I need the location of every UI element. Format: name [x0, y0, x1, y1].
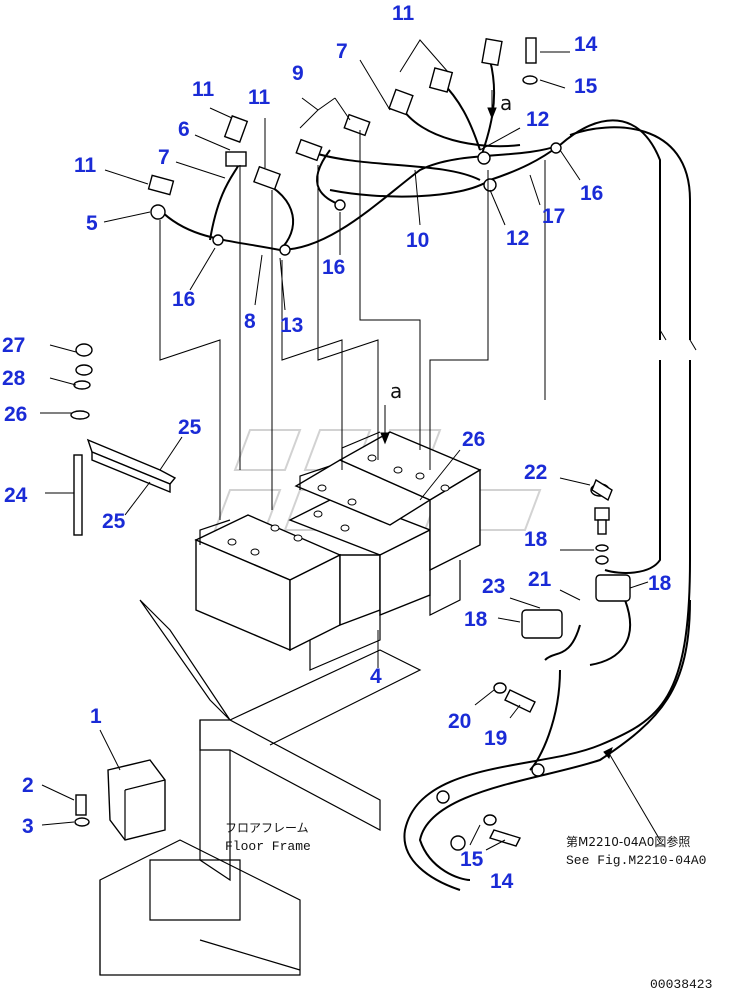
callout-20: 20	[448, 710, 471, 733]
floor-frame-label-en: Floor Frame	[225, 839, 311, 854]
callout-11-center: 11	[248, 86, 271, 109]
callout-16-left: 16	[172, 288, 195, 311]
callout-19: 19	[484, 727, 507, 750]
callout-8: 8	[244, 310, 256, 333]
callout-15-top: 15	[574, 75, 598, 98]
callout-18-upper: 18	[524, 528, 548, 551]
callout-18-left: 18	[464, 608, 488, 631]
battery-group	[194, 431, 482, 671]
callout-26-right: 26	[462, 428, 485, 451]
figure-id: 00038423	[650, 977, 712, 992]
callout-16-mid: 16	[322, 256, 345, 279]
callout-13: 13	[280, 314, 303, 337]
callout-12-lower: 12	[506, 227, 529, 250]
reference-note-jp: 第M2210-04A0図参照	[566, 834, 690, 849]
callout-27: 27	[2, 334, 25, 357]
callout-9: 9	[292, 62, 304, 85]
section-marker-a-upper: a	[500, 91, 512, 115]
callout-7-top: 7	[336, 40, 348, 63]
callout-11-mid: 11	[192, 78, 215, 101]
callout-25-upper: 25	[178, 416, 202, 439]
callout-28: 28	[2, 367, 26, 390]
callout-11-top: 11	[392, 2, 415, 25]
callout-5: 5	[86, 212, 98, 235]
clamps	[212, 142, 562, 851]
callout-23: 23	[482, 575, 505, 598]
floor-frame-label-jp: フロアフレーム	[225, 821, 309, 835]
callout-12-upper: 12	[526, 108, 549, 131]
callout-15-bottom: 15	[460, 848, 484, 871]
callout-17: 17	[542, 205, 565, 228]
reference-note-en: See Fig.M2210-04A0	[566, 853, 706, 868]
callout-2: 2	[22, 774, 34, 797]
callout-22: 22	[524, 461, 547, 484]
bracket-1	[74, 759, 166, 841]
callout-6: 6	[178, 118, 190, 141]
battery-hold-down	[70, 343, 177, 536]
section-marker-a-lower: a	[390, 379, 402, 403]
callout-numbers: 1 2 3 4 5 6 7 7 8 9 10 11 11 11 11 12 12…	[2, 2, 672, 893]
callout-24: 24	[4, 484, 28, 507]
callout-26-left: 26	[4, 403, 27, 426]
callout-7-left: 7	[158, 146, 170, 169]
callout-21: 21	[528, 568, 552, 591]
callout-18-right: 18	[648, 572, 672, 595]
leader-lines	[40, 39, 697, 851]
callout-11-left: 11	[74, 154, 97, 177]
callout-1: 1	[90, 705, 102, 728]
callout-14-bottom: 14	[490, 870, 514, 893]
callout-3: 3	[22, 815, 34, 838]
callout-4: 4	[370, 665, 382, 688]
floor-frame	[99, 599, 422, 976]
battery-relay-parts	[483, 37, 631, 847]
cable-connectors	[147, 37, 610, 497]
callout-25-lower: 25	[102, 510, 126, 533]
callout-16-right: 16	[580, 182, 603, 205]
callout-14-top: 14	[574, 33, 598, 56]
callout-10: 10	[406, 229, 429, 252]
